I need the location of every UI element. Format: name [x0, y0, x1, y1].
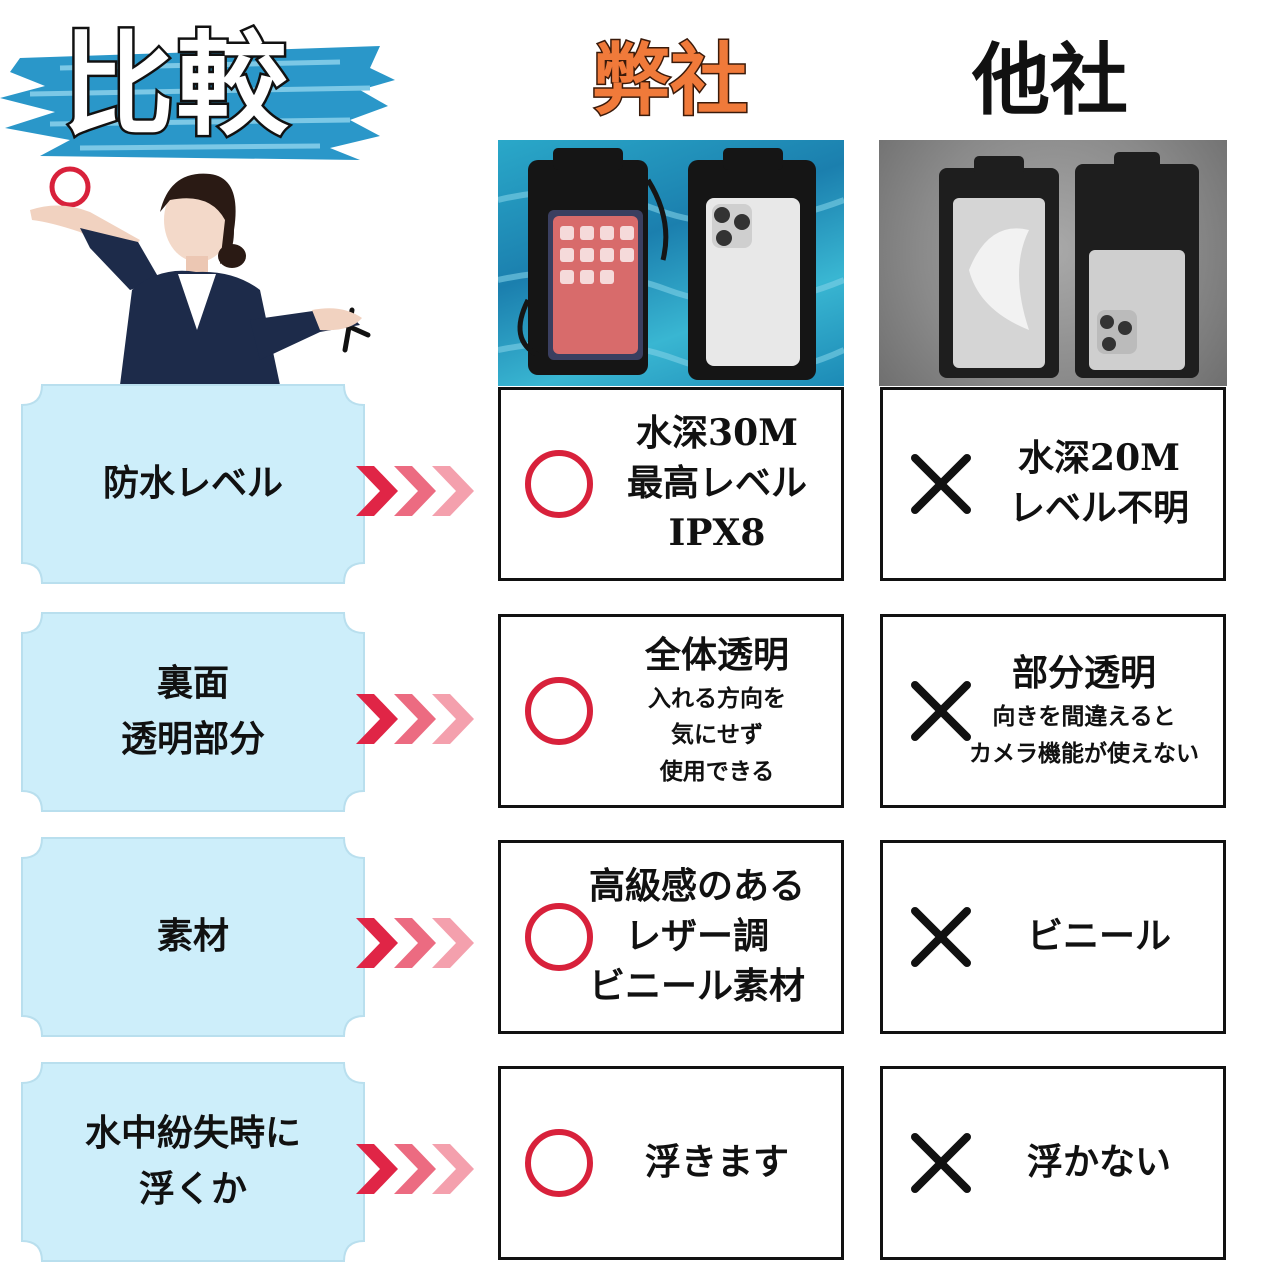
circle-mark-icon [525, 903, 593, 971]
cross-mark-icon [911, 454, 971, 514]
row-label-waterproof: 防水レベル [20, 383, 366, 585]
chevron-arrows-icon [356, 1144, 474, 1194]
circle-mark-icon [525, 450, 593, 518]
circle-mark-icon [525, 677, 593, 745]
cross-mark-icon [911, 681, 971, 741]
cell-theirs-material: ビニール [880, 840, 1226, 1034]
businesswoman-illustration [30, 166, 371, 385]
row-label-text: 素材 [156, 916, 229, 958]
cell-theirs-waterproof: 水深20M レベル不明 [880, 387, 1226, 581]
row-label-transparency: 裏面 透明部分 [20, 611, 366, 813]
chevron-arrows-icon [356, 466, 474, 516]
cell-ours-transparency: 全体透明 入れる方向を 気にせず 使用できる [498, 614, 844, 808]
product-photo-ours [498, 140, 844, 386]
title-brush-stroke [0, 46, 395, 160]
row-label-text: 防水レベル [102, 463, 283, 505]
cell-main-text: 浮かない [1026, 1142, 1171, 1184]
row-label-material: 素材 [20, 836, 366, 1038]
circle-mark-icon [525, 1129, 593, 1197]
chevron-arrows-icon [356, 918, 474, 968]
cell-main-text: 浮きます [644, 1142, 789, 1184]
cell-main-text: 水深20M レベル不明 [1008, 437, 1189, 529]
cell-main-text: ビニール [1026, 916, 1171, 958]
good-mark-icon [49, 166, 91, 208]
cell-ours-floating: 浮きます [498, 1066, 844, 1260]
cell-ours-material: 高級感のある レザー調 ビニール素材 [498, 840, 844, 1034]
cell-theirs-transparency: 部分透明 向きを間違えると カメラ機能が使えない [880, 614, 1226, 808]
row-label-text: 裏面 透明部分 [120, 663, 265, 760]
cell-theirs-floating: 浮かない [880, 1066, 1226, 1260]
cross-mark-icon [911, 907, 971, 967]
page-title: 比較 [60, 19, 291, 154]
row-label-text: 水中紛失時に 浮くか [84, 1113, 301, 1210]
cell-main-text: 部分透明 [1011, 653, 1156, 695]
cell-sub-text: 向きを間違えると カメラ機能が使えない [969, 704, 1199, 767]
column-title-theirs: 他社 [972, 36, 1129, 126]
row-label-floating: 水中紛失時に 浮くか [20, 1061, 366, 1263]
column-title-ours: 弊社 [590, 36, 749, 126]
cell-ours-waterproof: 水深30M 最高レベル IPX8 [498, 387, 844, 581]
cell-sub-text: 入れる方向を 気にせず 使用できる [648, 685, 786, 786]
cell-main-text: 水深30M 最高レベル IPX8 [626, 412, 807, 554]
cell-main-text: 高級感のある レザー調 ビニール素材 [588, 866, 805, 1007]
product-photo-theirs [879, 140, 1227, 386]
cell-main-text: 全体透明 [644, 634, 789, 676]
cross-mark-icon [911, 1133, 971, 1193]
chevron-arrows-icon [356, 694, 474, 744]
